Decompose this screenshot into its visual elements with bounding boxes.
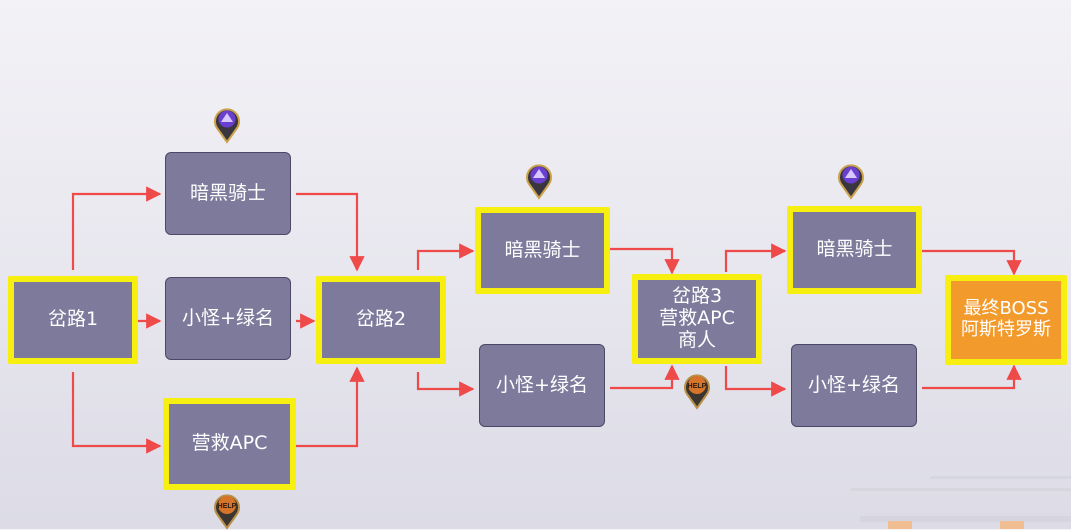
edge-branch3-to-mob3 <box>724 366 787 397</box>
node-dark-knight-1-label: 暗黑骑士 <box>189 181 266 204</box>
edge-mob2-to-branch3 <box>610 364 680 390</box>
edge-darkknight3-to-boss <box>922 249 1022 276</box>
dark-knight-pin-icon <box>526 164 552 200</box>
node-dark-knight-3: 暗黑骑士 <box>787 206 922 294</box>
node-branch1-label: 岔路1 <box>47 308 99 331</box>
node-branch1: 岔路1 <box>8 276 138 364</box>
help-pin-label: HELP <box>218 503 237 510</box>
node-mob-green-2: 小怪+绿名 <box>479 344 605 427</box>
help-pin-label: HELP <box>688 383 707 390</box>
node-final-boss-line1: 最终BOSS <box>963 298 1049 320</box>
node-rescue-apc-label: 营救APC <box>191 432 268 455</box>
edge-rescue-to-branch2 <box>296 366 365 448</box>
dark-knight-pin-icon <box>838 164 864 200</box>
background-accent <box>888 521 912 529</box>
edge-darkknight2-to-branch3 <box>610 247 680 275</box>
node-rescue-apc: 营救APC <box>163 398 296 490</box>
node-branch2: 岔路2 <box>316 276 446 364</box>
edge-branch3-to-darkknight3 <box>724 243 787 272</box>
node-mob-green-3: 小怪+绿名 <box>791 344 917 427</box>
node-branch2-label: 岔路2 <box>355 308 407 331</box>
node-final-boss: 最终BOSS 阿斯特罗斯 <box>945 275 1067 365</box>
background-strip <box>850 488 1071 491</box>
dark-knight-pin-icon <box>214 108 240 144</box>
node-mob-green-1-label: 小怪+绿名 <box>182 306 274 329</box>
edge-branch2-to-mob2 <box>416 372 475 397</box>
edge-branch2-to-darkknight2 <box>416 243 475 270</box>
help-pin-icon: HELP <box>684 374 710 410</box>
node-dark-knight-2-label: 暗黑骑士 <box>504 238 581 261</box>
background-accent <box>1000 521 1024 529</box>
background-strip <box>930 476 1071 479</box>
edge-branch1-to-rescue <box>71 372 162 454</box>
node-dark-knight-1: 暗黑骑士 <box>165 152 291 235</box>
node-dark-knight-2: 暗黑骑士 <box>475 207 610 294</box>
node-final-boss-line2: 阿斯特罗斯 <box>961 319 1051 340</box>
node-mob-green-3-label: 小怪+绿名 <box>808 373 900 396</box>
node-branch3: 岔路3 营救APC 商人 <box>632 274 762 364</box>
edge-mob3-to-boss <box>922 364 1022 390</box>
edge-darkknight1-to-branch2 <box>296 192 365 272</box>
edge-branch1-to-darkknight1 <box>71 186 162 270</box>
background-strip <box>860 516 1071 522</box>
node-branch3-line2: 营救APC <box>659 307 735 330</box>
node-branch3-line3: 商人 <box>677 328 716 351</box>
node-branch3-line1: 岔路3 <box>671 285 723 308</box>
node-dark-knight-3-label: 暗黑骑士 <box>816 238 893 261</box>
node-mob-green-1: 小怪+绿名 <box>165 277 291 360</box>
help-pin-icon: HELP <box>214 494 240 530</box>
node-mob-green-2-label: 小怪+绿名 <box>496 373 588 396</box>
